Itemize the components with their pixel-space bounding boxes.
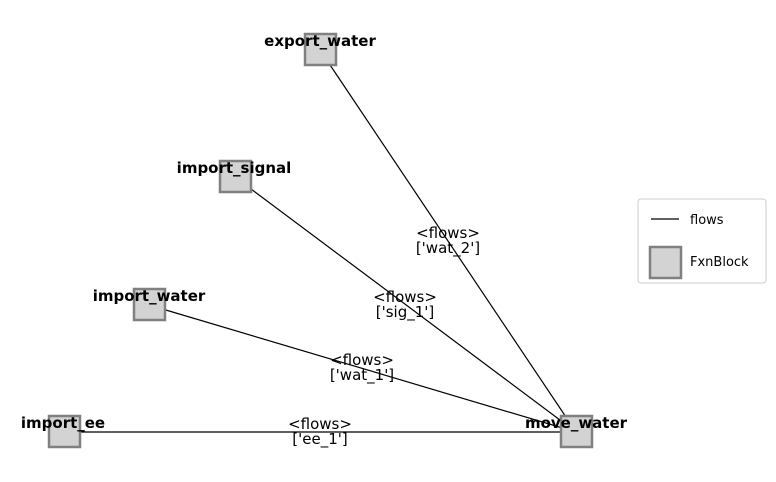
legend-flows-label: flows: [690, 213, 724, 228]
edge-label-type-ee-1: <flows>: [288, 415, 352, 433]
node-import-signal[interactable]: import_signal: [177, 159, 292, 194]
fxnblock-box[interactable]: [47, 414, 82, 449]
node-import-water[interactable]: import_water: [93, 287, 206, 322]
edge-import-signal-move-water: [234, 176, 577, 433]
fxnblock-box[interactable]: [218, 159, 253, 194]
edge-label-type-wat-2: <flows>: [416, 224, 480, 242]
nodes: export_water import_signal import_water …: [21, 32, 628, 449]
node-move-water[interactable]: move_water: [525, 414, 628, 449]
edge-labels: <flows> ['wat_2'] <flows> ['sig_1'] <flo…: [288, 224, 480, 449]
edge-label-names-wat-2: ['wat_2']: [416, 239, 480, 258]
node-label: import_water: [93, 287, 206, 305]
legend-fxnblock-label: FxnBlock: [690, 255, 749, 270]
node-import-ee[interactable]: import_ee: [21, 414, 105, 449]
node-label: import_signal: [177, 159, 292, 177]
fxnblock-box[interactable]: [132, 287, 167, 322]
node-label: move_water: [525, 414, 628, 432]
edges: [64, 49, 577, 433]
fxnblock-box[interactable]: [303, 32, 338, 67]
edge-label-type-wat-1: <flows>: [330, 351, 394, 369]
legend: flows FxnBlock: [637, 198, 767, 284]
edge-export-water-move-water: [319, 49, 577, 433]
node-export-water[interactable]: export_water: [264, 32, 376, 67]
legend-fxnblock-icon: [648, 245, 683, 280]
node-label: export_water: [264, 32, 376, 50]
fxnblock-box[interactable]: [559, 414, 594, 449]
edge-label-names-sig-1: ['sig_1']: [376, 303, 435, 322]
edge-label-type-sig-1: <flows>: [373, 288, 437, 306]
edge-label-names-wat-1: ['wat_1']: [330, 366, 394, 385]
edge-import-water-move-water: [148, 304, 577, 433]
node-label: import_ee: [21, 414, 105, 432]
edge-label-names-ee-1: ['ee_1']: [292, 430, 347, 449]
